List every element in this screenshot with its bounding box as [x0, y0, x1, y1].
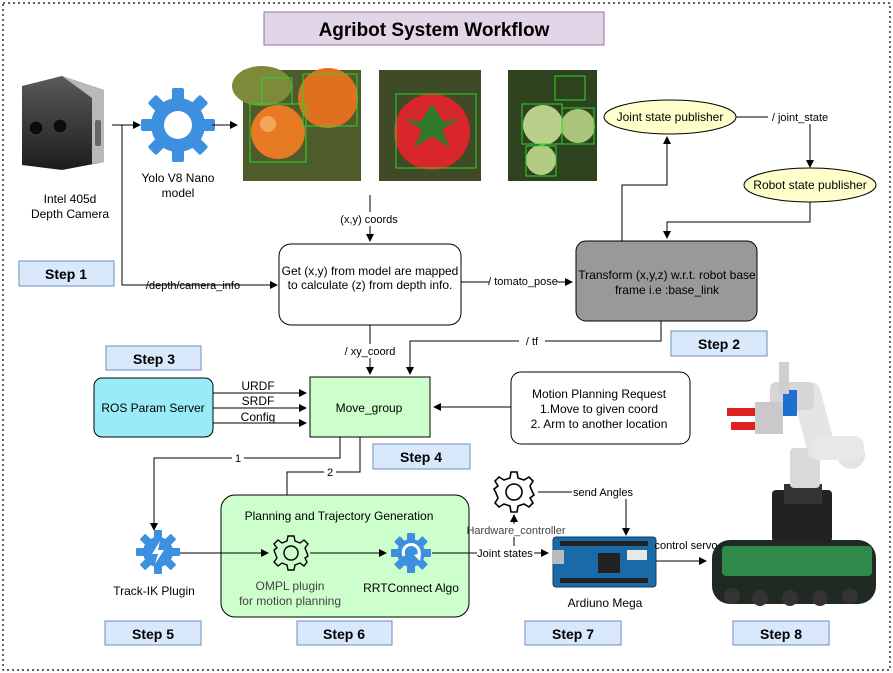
camera-label-line2: Depth Camera	[31, 207, 109, 221]
diagram-title: Agribot System Workflow	[319, 20, 550, 41]
step-7-box: Step 7	[524, 620, 622, 646]
ompl-label-line2: for motion planning	[239, 594, 341, 608]
step-3-label: Step 3	[133, 351, 175, 367]
arrow-depth-camera-info	[121, 125, 278, 289]
move-group-label: Move_group	[336, 401, 403, 415]
step-7-label: Step 7	[552, 626, 594, 642]
edge-label-joint-state: / joint_state	[772, 112, 828, 124]
tomato-detection-image-2	[379, 70, 481, 181]
edge-label-send-angles: send Angles	[573, 487, 633, 499]
transform-box-line1: Transform (x,y,z) w.r.t. robot base	[578, 268, 756, 282]
step-5-label: Step 5	[132, 626, 174, 642]
step-5-box: Step 5	[104, 620, 202, 646]
edge-label-urdf: URDF	[241, 379, 274, 393]
edge-label-control-servo: control servo	[655, 540, 718, 552]
arrow-robot-state-to-transform	[663, 202, 811, 239]
yolo-label-line1: Yolo V8 Nano	[142, 171, 215, 185]
edge-label-1: 1	[235, 453, 241, 465]
hardware-controller-gear-icon	[492, 471, 536, 513]
step-6-box: Step 6	[296, 620, 393, 646]
rrt-label: RRTConnect Algo	[363, 581, 459, 595]
intel-camera-image	[22, 76, 104, 170]
arrow-transform-to-joint-state-publisher	[621, 136, 671, 241]
tomato-detection-image-1	[232, 66, 361, 181]
edge-label-config: Config	[241, 410, 276, 424]
mapping-box-line2: to calculate (z) from depth info.	[288, 278, 453, 292]
robot-state-publisher-label: Robot state publisher	[753, 178, 866, 192]
edge-label-2: 2	[327, 467, 333, 479]
step-6-label: Step 6	[323, 626, 365, 642]
edge-label-joint-states: Joint states	[477, 548, 533, 560]
yolo-gear-icon	[141, 88, 215, 162]
title-box	[263, 11, 605, 46]
step-4-label: Step 4	[400, 449, 442, 465]
trackik-label: Track-IK Plugin	[113, 584, 195, 598]
step-2-label: Step 2	[698, 336, 740, 352]
edge-label-depth-info: /depth/camera_info	[146, 280, 240, 292]
motion-request-line1: Motion Planning Request	[532, 387, 667, 401]
step-8-box: Step 8	[732, 620, 830, 646]
joint-state-publisher-label: Joint state publisher	[617, 110, 724, 124]
planning-group-box	[220, 494, 470, 618]
move-group-box	[309, 376, 431, 438]
motion-request-line3: 2. Arm to another location	[531, 417, 668, 431]
edge-label-xy-coord: / xy_coord	[345, 346, 396, 358]
step-2-box: Step 2	[670, 330, 768, 357]
ros-param-server-label: ROS Param Server	[101, 401, 204, 415]
yolo-label-line2: model	[162, 186, 195, 200]
planning-group-title: Planning and Trajectory Generation	[245, 509, 434, 523]
edge-label-hardware-controller: Hardware_controller	[466, 525, 565, 537]
mapping-box-line1: Get (x,y) from model are mapped	[282, 264, 459, 278]
ompl-gear-icon	[273, 535, 309, 571]
motion-request-line2: 1.Move to given coord	[540, 402, 658, 416]
motion-request-box	[510, 371, 691, 445]
agribot-robot-image	[712, 362, 876, 606]
step-4-box: Step 4	[372, 443, 471, 470]
transform-box-line2: frame i.e :base_link	[615, 283, 720, 297]
rrt-gear-icon	[391, 533, 431, 573]
ompl-label-line1: OMPL plugin	[256, 579, 325, 593]
edge-label-tomato-pose: / tomato_pose	[488, 276, 558, 288]
step-1-label: Step 1	[45, 266, 87, 282]
arrow-joint-state	[736, 116, 814, 168]
camera-label-line1: Intel 405d	[44, 192, 97, 206]
edge-label-xy-coords: (x,y) coords	[340, 214, 398, 226]
step-8-label: Step 8	[760, 626, 802, 642]
step-1-box: Step 1	[18, 260, 115, 287]
edge-label-srdf: SRDF	[242, 394, 275, 408]
arrow-path-1	[150, 437, 341, 531]
step-3-box: Step 3	[105, 345, 202, 371]
trackik-gear-icon	[136, 530, 180, 574]
transform-box	[575, 240, 758, 322]
edge-label-tf: / tf	[526, 336, 539, 348]
tomato-detection-image-3	[508, 70, 597, 181]
arduino-label: Ardiuno Mega	[568, 596, 643, 610]
arduino-mega-image	[552, 536, 657, 588]
